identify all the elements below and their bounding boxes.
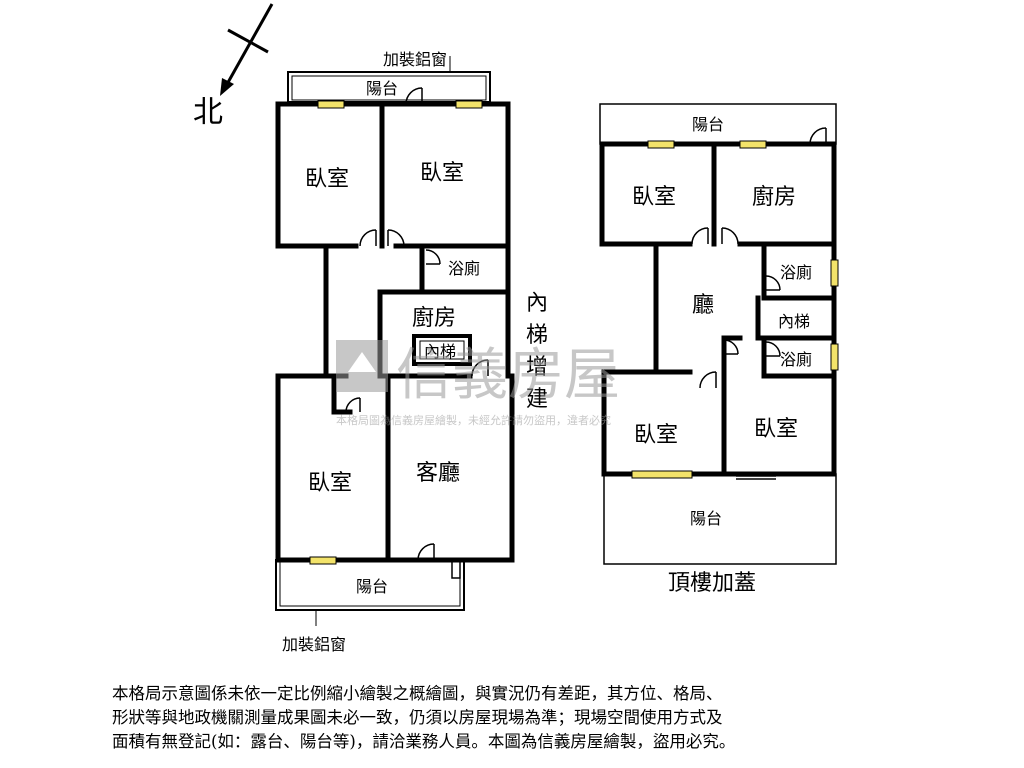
disclaimer-line-1: 本格局示意圖係未依一定比例縮小繪製之概繪圖，與實況仍有差距，其方位、格局、 <box>112 684 723 703</box>
side-note-4: 建 <box>526 387 548 412</box>
r-top-balcony-label: 陽台 <box>692 115 724 134</box>
bottom-balcony-label: 陽台 <box>356 577 388 596</box>
north-label: 北 <box>193 95 223 130</box>
bedroom-tl-label: 臥室 <box>305 167 349 192</box>
r-bottom-balcony-label: 陽台 <box>690 509 722 528</box>
bedroom-tr-label: 臥室 <box>420 161 464 186</box>
watermark-brand: 信義房屋 <box>396 343 620 408</box>
side-note-2: 梯 <box>526 323 548 348</box>
r-bedroom-br-label: 臥室 <box>754 417 798 442</box>
r-stair-label: 內梯 <box>778 312 810 331</box>
r-bath-bottom-label: 浴廁 <box>780 350 812 369</box>
side-note-1: 內 <box>526 291 548 316</box>
top-balcony-label: 陽台 <box>366 79 398 98</box>
watermark-fine-print: 本格局圖為信義房屋繪製，未經允許請勿盜用，違者必究 <box>336 413 611 427</box>
disclaimer-line-3: 面積有無登記(如：露台、陽台等)，請洽業務人員。本圖為信義房屋繪製，盜用必究。 <box>112 732 736 751</box>
kitchen-label: 廚房 <box>412 306 456 331</box>
bath-label: 浴廁 <box>448 259 480 278</box>
r-bedroom-bl-label: 臥室 <box>634 423 678 448</box>
r-bedroom-tl-label: 臥室 <box>632 185 676 210</box>
disclaimer-line-2: 形狀等與地政機關測量成果圖未必一致，仍須以房屋現場為準；現場空間使用方式及 <box>112 708 723 727</box>
right-floor-plan <box>599 103 839 565</box>
top-window-label: 加裝鋁窗 <box>383 50 447 69</box>
disclaimer-notes: 本格局示意圖係未依一定比例縮小繪製之概繪圖，與實況仍有差距，其方位、格局、 形狀… <box>112 682 912 754</box>
bedroom-bl-label: 臥室 <box>308 471 352 496</box>
stair-label: 內梯 <box>424 342 456 361</box>
r-bath-top-label: 浴廁 <box>780 263 812 282</box>
bottom-window-label: 加裝鋁窗 <box>282 635 346 654</box>
north-arrow-icon <box>220 3 274 96</box>
living-label: 客廳 <box>416 461 460 486</box>
r-hall-label: 廳 <box>692 293 714 318</box>
left-floor-plan <box>275 56 515 626</box>
side-note-3: 增 <box>526 355 548 380</box>
watermark: 信義房屋 本格局圖為信義房屋繪製，未經允許請勿盜用，違者必究 <box>336 340 620 427</box>
r-caption: 頂樓加蓋 <box>668 571 756 596</box>
r-kitchen-label: 廚房 <box>752 185 796 210</box>
brand-logo-icon <box>336 340 388 392</box>
